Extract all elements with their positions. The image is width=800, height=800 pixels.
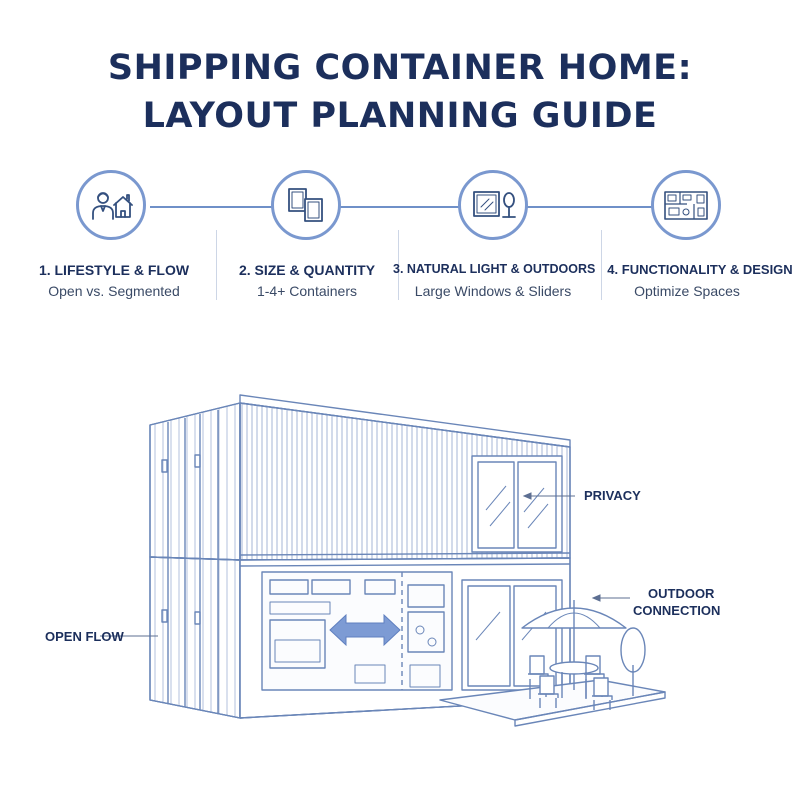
open-flow-callout: OPEN FLOW [45,629,124,644]
step-3-title: 3. NATURAL LIGHT & OUTDOORS [393,262,596,276]
step-divider [601,230,602,300]
step-2-title: 2. SIZE & QUANTITY [238,262,376,278]
steps-connector-line [150,206,653,208]
step-divider [398,230,399,300]
page-title-line-1: SHIPPING CONTAINER HOME: [107,48,693,88]
person-house-icon [76,170,146,240]
planning-steps: 1. LIFESTYLE & FLOW Open vs. Segmented 2… [0,168,800,308]
step-4-subtitle: Optimize Spaces [634,283,740,299]
step-divider [216,230,217,300]
outdoor-connection-callout-line-2: CONNECTION [633,603,721,618]
step-1-subtitle: Open vs. Segmented [48,283,180,299]
containers-icon [271,170,341,240]
outdoor-connection-callout-line-1: OUTDOOR [648,586,715,601]
page-title-line-2: LAYOUT PLANNING GUIDE [142,96,658,136]
privacy-callout: PRIVACY [584,488,641,503]
step-3-subtitle: Large Windows & Sliders [414,283,572,299]
double-arrow-icon [329,613,401,647]
step-4-title: 4. FUNCTIONALITY & DESIGN [607,262,793,277]
container-home-illustration [100,394,666,727]
step-1-title: 1. LIFESTYLE & FLOW [38,262,190,278]
step-2-subtitle: 1-4+ Containers [256,283,357,299]
window-tree-icon [458,170,528,240]
floor-plan-icon [651,170,721,240]
